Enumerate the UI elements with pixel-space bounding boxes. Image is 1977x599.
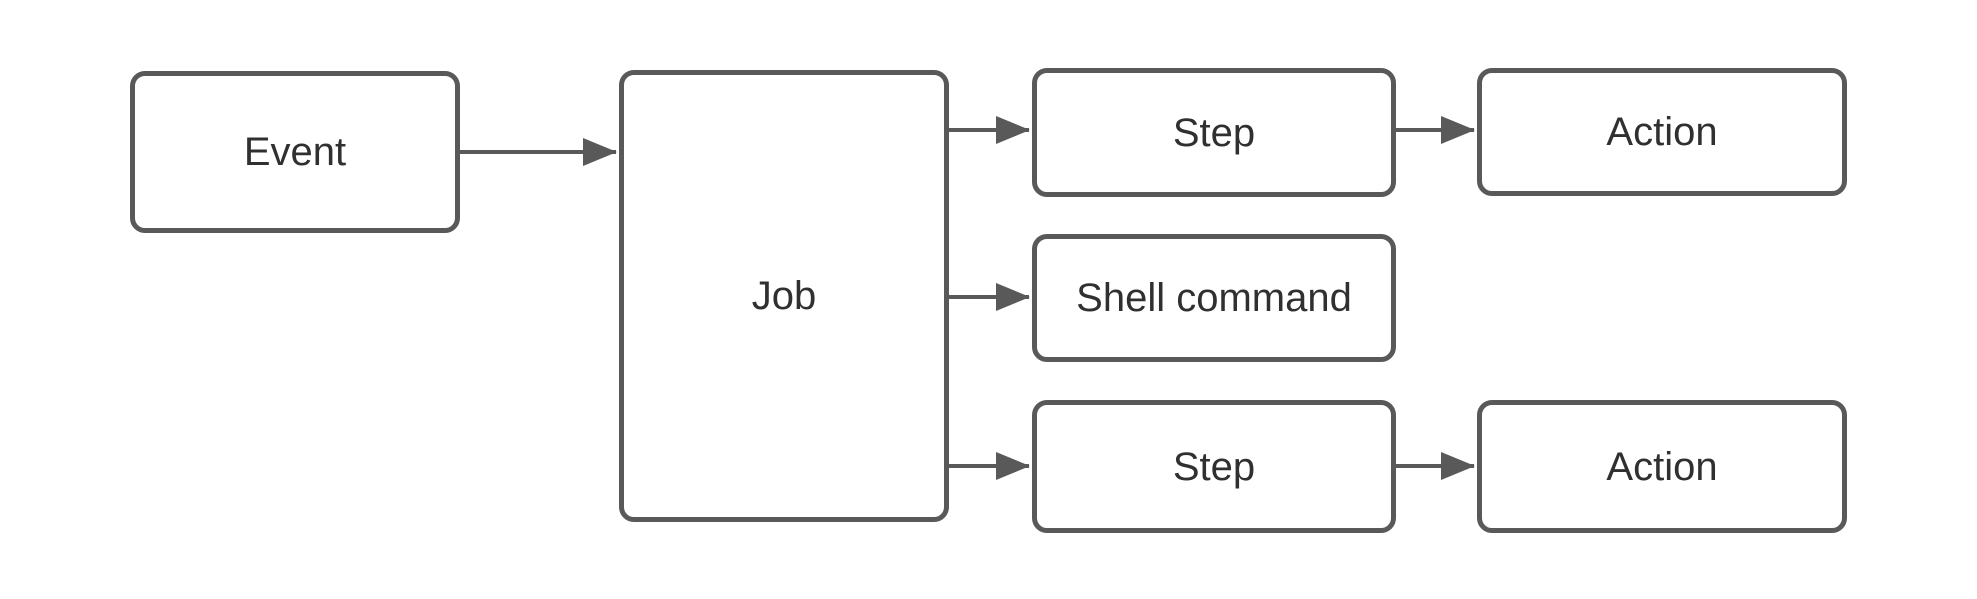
- node-action-bottom-label: Action: [1606, 444, 1718, 489]
- node-job: Job: [619, 70, 949, 522]
- node-shell-command-label: Shell command: [1076, 276, 1352, 320]
- node-step-top: Step: [1032, 68, 1396, 197]
- node-action-bottom: Action: [1477, 400, 1847, 533]
- node-step-bottom-label: Step: [1172, 444, 1256, 489]
- node-action-top-label: Action: [1606, 110, 1718, 154]
- node-event: Event: [130, 71, 460, 233]
- node-shell-command: Shell command: [1032, 234, 1396, 362]
- node-step-top-label: Step: [1172, 110, 1256, 155]
- node-step-bottom: Step: [1032, 400, 1396, 533]
- node-event-label: Event: [243, 130, 347, 174]
- node-job-label: Job: [751, 274, 817, 318]
- node-action-top: Action: [1477, 68, 1847, 196]
